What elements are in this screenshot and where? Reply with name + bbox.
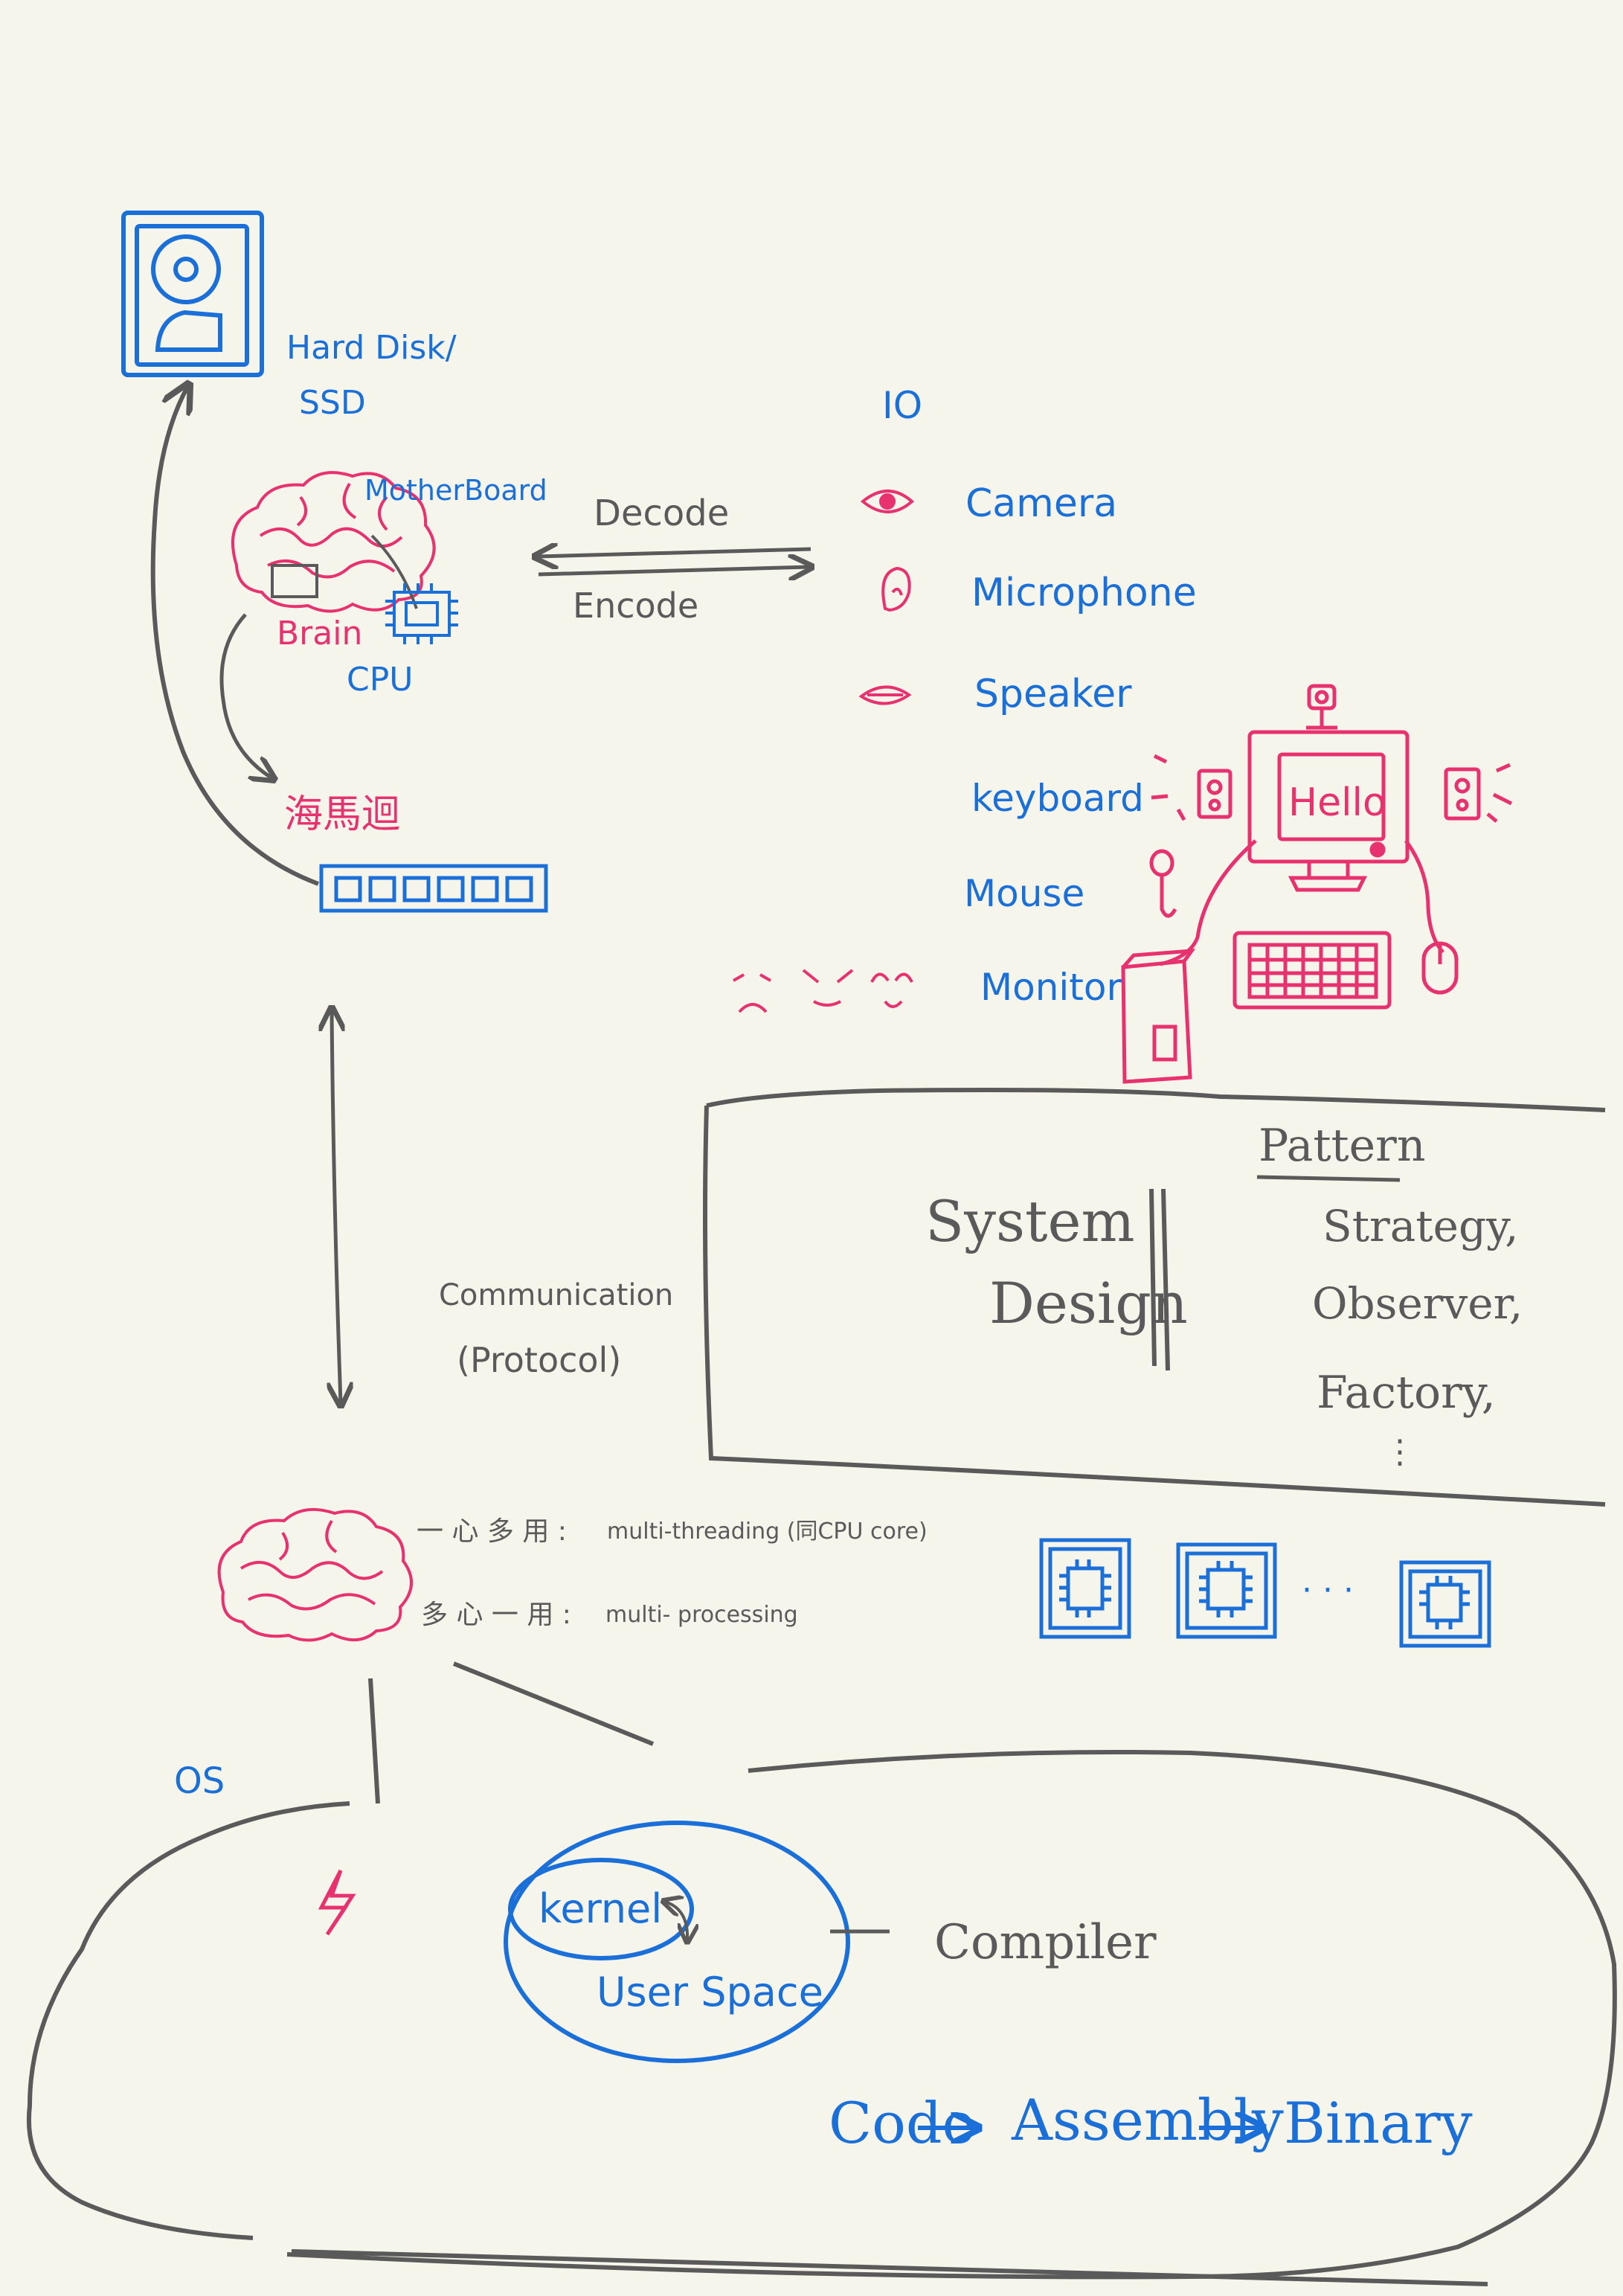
motherboard-chip [271, 564, 318, 598]
cpu-icon [385, 583, 458, 644]
threading-cn: 一 心 多 用 : [417, 1516, 567, 1547]
brain-to-memory-arrow [219, 613, 272, 778]
motherboard-label: MotherBoard [364, 474, 547, 507]
brain-icon-small [217, 1507, 414, 1642]
io-item-keyboard: keyboard [971, 777, 1144, 820]
lightning-icon [318, 1869, 356, 1936]
pattern-underline [1256, 1175, 1401, 1182]
cpu-core-icon [1039, 1538, 1131, 1639]
decode-label: Decode [594, 493, 729, 534]
io-title: IO [882, 384, 922, 427]
cpu-label: CPU [347, 661, 413, 699]
communication-label: Communication [439, 1278, 673, 1312]
brain-icon [231, 471, 436, 613]
os-label: OS [174, 1760, 225, 1802]
encode-arrow [538, 567, 809, 574]
user-space-ellipse [504, 1821, 850, 2063]
design-divider [1149, 1188, 1170, 1371]
disk-to-memory-arrow [150, 387, 320, 886]
user-space-label: User Space [597, 1969, 823, 2016]
protocol-label: (Protocol) [457, 1340, 621, 1380]
kernel-user-arrow [665, 1902, 687, 1940]
os-blob [26, 1750, 1617, 2286]
encode-label: Encode [573, 586, 698, 626]
design-box-frame [703, 1088, 1606, 1507]
faces-icon [733, 969, 913, 1013]
motherboard-pointer [370, 534, 418, 609]
pattern-factory: Factory, [1317, 1367, 1496, 1419]
io-item-microphone: Microphone [971, 571, 1197, 615]
hippocampus-label: 海馬迴 [284, 792, 400, 837]
hard-disk-label: Hard Disk/ [286, 329, 457, 367]
cpu-core-icon [1176, 1542, 1277, 1639]
assembly-label: Assembly [1011, 2087, 1284, 2153]
brain-to-os-line [452, 1661, 655, 1746]
processing-en: multi- processing [605, 1602, 798, 1628]
processing-cn: 多 心 一 用 : [421, 1600, 571, 1630]
monitor-screen-text: Hello [1288, 780, 1386, 825]
threading-en: multi-threading (同CPU core) [607, 1519, 928, 1545]
mouth-icon [858, 685, 912, 705]
pattern-observer: Observer, [1312, 1278, 1523, 1329]
binary-label: Binary [1284, 2090, 1473, 2156]
cpu-core-ellipsis: · · · [1302, 1571, 1354, 1609]
computer-illustration [1121, 684, 1513, 1084]
memory-stick-icon [319, 864, 548, 913]
decode-arrow [537, 549, 812, 557]
io-item-speaker: Speaker [974, 672, 1132, 716]
pattern-ellipsis: ⋮ [1383, 1433, 1416, 1471]
io-item-mouse: Mouse [964, 872, 1084, 915]
brain-to-os-line [368, 1678, 380, 1804]
pattern-strategy: Strategy, [1322, 1201, 1519, 1251]
brain-label: Brain [277, 615, 362, 652]
pattern-title: Pattern [1259, 1120, 1426, 1172]
system-label: System [925, 1188, 1135, 1254]
ssd-label: SSD [299, 384, 366, 422]
communication-arrow [332, 1010, 341, 1403]
cpu-core-icon [1399, 1560, 1491, 1648]
io-item-camera: Camera [965, 481, 1117, 526]
kernel-label: kernel [539, 1885, 662, 1932]
compiler-label: Compiler [934, 1915, 1157, 1970]
ear-icon [881, 566, 911, 612]
code-label: Code [829, 2090, 976, 2156]
eye-icon [860, 490, 915, 513]
hard-disk-icon [121, 211, 264, 377]
design-label: Design [989, 1270, 1188, 1336]
io-item-monitor: Monitor [980, 966, 1122, 1009]
